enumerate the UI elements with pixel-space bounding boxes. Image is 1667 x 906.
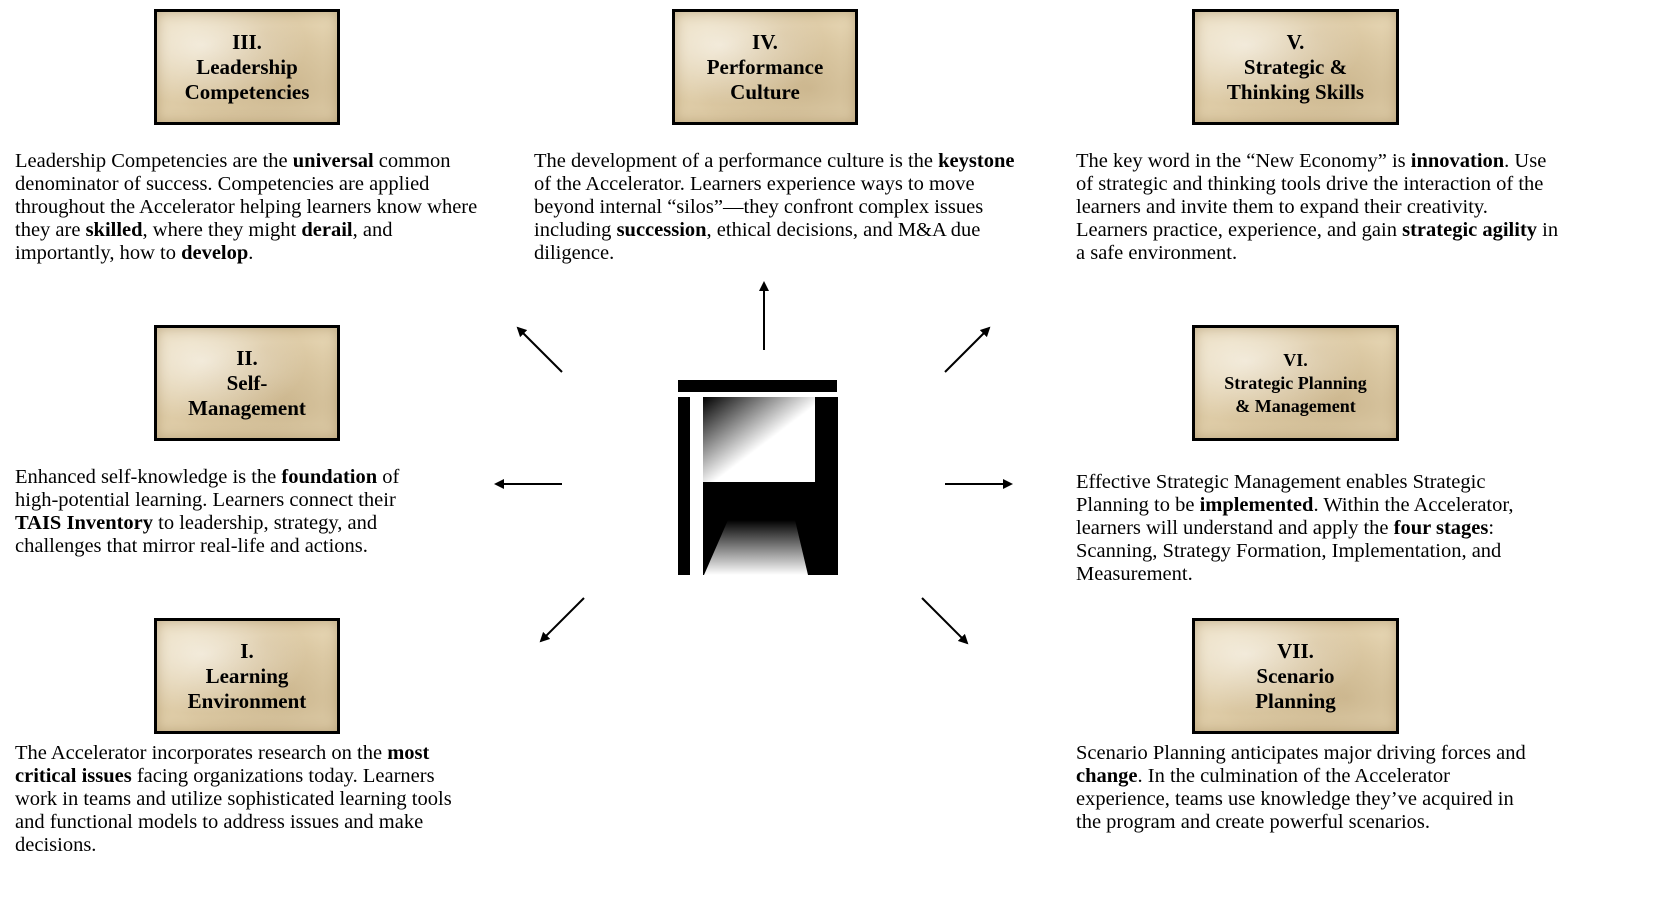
arrow-down-right xyxy=(921,597,969,645)
desc-emphasis: skilled xyxy=(85,219,143,241)
box-leadership-competencies: III.Leadership Competencies xyxy=(154,9,340,125)
arrow-down-left xyxy=(539,597,585,643)
arrow-up-left xyxy=(516,326,563,373)
desc-text: , where they might xyxy=(142,219,302,241)
desc-text: The key word in the “New Economy” is xyxy=(1076,150,1411,172)
box-title: Self- Management xyxy=(188,370,306,420)
desc-emphasis: four stages xyxy=(1393,517,1489,539)
box-title: Scenario Planning xyxy=(1255,663,1336,713)
desc-strategic-thinking: The key word in the “New Economy” is inn… xyxy=(1076,150,1564,265)
box-roman: VII. xyxy=(1277,638,1314,663)
box-learning-environment: I.Learning Environment xyxy=(154,618,340,734)
desc-text: facing organizations today. Learners wor… xyxy=(15,765,452,856)
desc-performance-culture: The development of a performance culture… xyxy=(534,150,1034,265)
desc-emphasis: succession xyxy=(616,219,707,241)
desc-emphasis: innovation xyxy=(1410,150,1505,172)
box-title: Strategic & Thinking Skills xyxy=(1226,54,1365,104)
desc-text: Enhanced self-knowledge is the xyxy=(15,466,282,488)
desc-text: of the Accelerator. Learners experience … xyxy=(534,173,984,241)
box-title: Leadership Competencies xyxy=(184,54,310,104)
desc-emphasis: derail xyxy=(301,219,353,241)
doorway-icon xyxy=(678,380,838,575)
desc-text: Leadership Competencies are the xyxy=(15,150,293,172)
desc-emphasis: strategic agility xyxy=(1402,219,1538,241)
box-title: Strategic Planning & Management xyxy=(1224,372,1367,416)
box-roman: VI. xyxy=(1283,349,1308,370)
box-title: Performance Culture xyxy=(706,54,824,104)
desc-strategic-planning: Effective Strategic Management enables S… xyxy=(1076,471,1556,586)
desc-text: . Within the Accelerator, learners will … xyxy=(1076,494,1514,539)
desc-text: The Accelerator incorporates research on… xyxy=(15,742,388,764)
box-title: Learning Environment xyxy=(187,663,307,713)
desc-emphasis: keystone xyxy=(938,150,1015,172)
box-self-management: II.Self- Management xyxy=(154,325,340,441)
desc-scenario-planning: Scenario Planning anticipates major driv… xyxy=(1076,742,1541,834)
desc-text: The development of a performance culture… xyxy=(534,150,939,172)
box-roman: V. xyxy=(1286,29,1305,54)
box-scenario-planning: VII.Scenario Planning xyxy=(1192,618,1399,734)
desc-leadership-competencies: Leadership Competencies are the universa… xyxy=(15,150,485,265)
desc-text: to leadership, strategy, and challenges … xyxy=(15,512,378,557)
desc-text: common denominator of success. Competenc… xyxy=(15,150,478,241)
desc-emphasis: change xyxy=(1076,765,1138,787)
desc-self-management: Enhanced self-knowledge is the foundatio… xyxy=(15,466,440,558)
desc-emphasis: TAIS Inventory xyxy=(15,512,154,534)
desc-text: in a safe environment. xyxy=(1076,219,1559,264)
desc-emphasis: universal xyxy=(292,150,374,172)
desc-text: . xyxy=(248,242,254,264)
box-roman: I. xyxy=(240,638,254,663)
desc-learning-environment: The Accelerator incorporates research on… xyxy=(15,742,475,857)
desc-emphasis: foundation xyxy=(281,466,378,488)
desc-emphasis: implemented xyxy=(1199,494,1314,516)
box-strategic-planning: VI.Strategic Planning & Management xyxy=(1192,325,1399,441)
desc-text: . Use of strategic and thinking tools dr… xyxy=(1076,150,1547,241)
desc-emphasis: develop xyxy=(181,242,249,264)
arrow-up-right xyxy=(944,326,991,373)
desc-text: , and importantly, how to xyxy=(15,219,393,264)
box-performance-culture: IV.Performance Culture xyxy=(672,9,858,125)
desc-text: . In the culmination of the Accelerator … xyxy=(1076,765,1514,833)
box-strategic-thinking: V.Strategic & Thinking Skills xyxy=(1192,9,1399,125)
box-roman: IV. xyxy=(752,29,778,54)
box-roman: II. xyxy=(236,345,258,370)
desc-text: of high-potential learning. Learners con… xyxy=(15,466,400,511)
desc-emphasis: most critical issues xyxy=(15,742,430,787)
box-roman: III. xyxy=(232,29,262,54)
desc-text: , ethical decisions, and M&A due diligen… xyxy=(534,219,981,264)
desc-text: Scenario Planning anticipates major driv… xyxy=(1076,742,1526,764)
desc-text: Effective Strategic Management enables S… xyxy=(1076,471,1486,516)
desc-text: : Scanning, Strategy Formation, Implemen… xyxy=(1076,517,1502,585)
